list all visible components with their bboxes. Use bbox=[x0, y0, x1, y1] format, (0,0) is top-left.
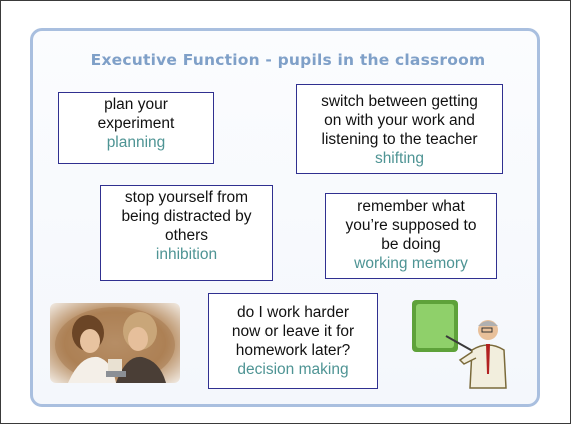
box-text-line: homework later? bbox=[235, 342, 351, 359]
box-text-line: being distracted by bbox=[121, 208, 252, 225]
box-text-line: others bbox=[164, 227, 209, 244]
slide-title: Executive Function - pupils in the class… bbox=[90, 51, 486, 69]
box-text-line: remember what bbox=[357, 198, 465, 215]
box-shifting: switch between getting on with your work… bbox=[296, 84, 503, 174]
box-working-memory: remember what you’re supposed to be doin… bbox=[325, 193, 497, 279]
box-text-line: plan your bbox=[104, 96, 168, 113]
term-planning: planning bbox=[106, 134, 166, 151]
box-text-line: on with your work and bbox=[324, 112, 475, 129]
teacher-clipart bbox=[408, 296, 518, 390]
box-planning: plan your experiment planning bbox=[58, 92, 214, 164]
box-text-line: you’re supposed to bbox=[345, 217, 477, 234]
box-decision-making: do I work harder now or leave it for hom… bbox=[208, 293, 378, 389]
pupils-photo bbox=[50, 303, 180, 383]
box-text-line: stop yourself from bbox=[124, 189, 249, 206]
box-text-line: do I work harder bbox=[237, 304, 349, 321]
box-text-line: listening to the teacher bbox=[321, 131, 478, 148]
term-decision-making: decision making bbox=[237, 361, 349, 378]
term-inhibition: inhibition bbox=[155, 246, 218, 263]
box-text-line: experiment bbox=[97, 115, 175, 132]
term-working-memory: working memory bbox=[354, 255, 468, 272]
box-text-line: now or leave it for bbox=[231, 323, 355, 340]
term-shifting: shifting bbox=[374, 150, 425, 167]
box-text-line: switch between getting bbox=[321, 93, 478, 110]
box-inhibition: stop yourself from being distracted by o… bbox=[100, 185, 273, 281]
box-text-line: be doing bbox=[381, 236, 441, 253]
